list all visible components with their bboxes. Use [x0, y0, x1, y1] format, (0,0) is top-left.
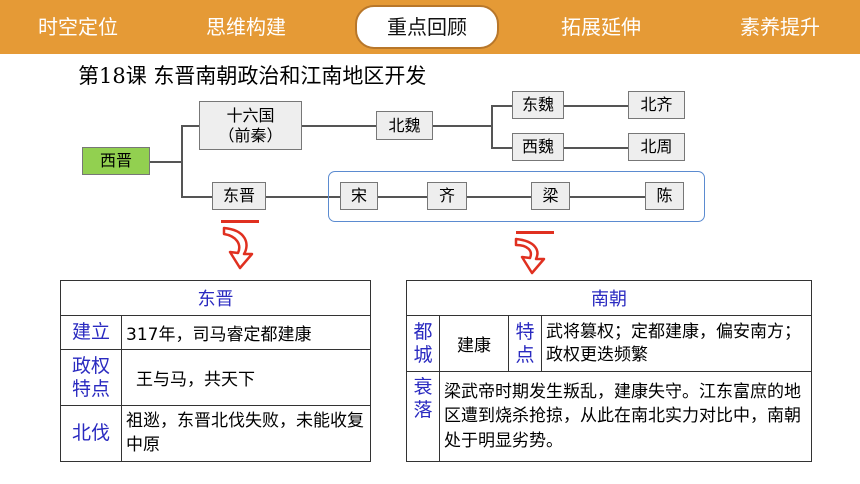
southern-dynasties-group: [328, 171, 705, 222]
row-label: 政权特点: [60, 349, 122, 406]
node-dongwei: 东魏: [512, 91, 564, 119]
node-qi: 齐: [427, 182, 467, 210]
tab-mind-construction[interactable]: 思维构建: [206, 15, 286, 39]
node-former-qin-label: （前秦）: [218, 125, 283, 145]
node-chen: 陈: [645, 182, 684, 210]
row-value: 梁武帝时期发生叛乱，建康失守。江东富庶的地区遭到烧杀抢掠，从此在南北实力对比中，…: [439, 371, 812, 462]
row-value: 建康: [439, 315, 509, 372]
connector: [378, 196, 427, 198]
node-dongjin: 东晋: [212, 182, 266, 210]
connector: [467, 196, 531, 198]
curved-arrow-icon: [514, 237, 546, 275]
connector: [181, 125, 183, 196]
connector: [150, 161, 182, 163]
curved-arrow-icon: [222, 226, 254, 270]
southern-dynasties-table: 南朝 都城 建康 特点 武将篡权；定都建康，偏安南方；政权更迭频繁 衰落 梁武帝…: [406, 280, 812, 462]
row-value: 祖逖，东晋北伐失败，未能收复中原: [121, 405, 371, 462]
node-liang: 梁: [531, 182, 570, 210]
connector: [491, 147, 512, 149]
connector: [433, 125, 491, 127]
connector: [266, 196, 340, 198]
red-underline: [221, 220, 259, 223]
node-beizhou: 北周: [628, 133, 685, 161]
eastern-jin-table: 东晋 建立 317年，司马睿定都建康 政权特点 王与马，共天下 北伐 祖逖，东晋…: [60, 280, 371, 462]
tab-literacy[interactable]: 素养提升: [740, 15, 820, 39]
row-label: 特点: [508, 315, 542, 372]
row-label: 都城: [406, 315, 440, 372]
connector: [181, 196, 212, 198]
tab-time-location[interactable]: 时空定位: [38, 15, 118, 39]
connector: [491, 105, 512, 107]
node-song: 宋: [340, 182, 378, 210]
node-sixteen-kingdoms-label: 十六国: [226, 105, 275, 125]
connector: [181, 125, 199, 127]
tab-extension[interactable]: 拓展延伸: [561, 15, 641, 39]
connector: [491, 105, 493, 147]
row-label: 衰落: [406, 371, 440, 462]
connector: [564, 147, 628, 149]
node-beiwei: 北魏: [376, 111, 433, 140]
node-xijin: 西晋: [82, 147, 150, 175]
connector: [302, 125, 376, 127]
node-xiwei: 西魏: [512, 133, 564, 161]
row-value: 317年，司马睿定都建康: [121, 315, 371, 350]
tab-key-review[interactable]: 重点回顾: [355, 5, 499, 49]
node-sixteen-kingdoms: 十六国 （前秦）: [199, 101, 302, 150]
row-value: 王与马，共天下: [121, 349, 371, 406]
connector: [564, 105, 628, 107]
lesson-title: 第18课 东晋南朝政治和江南地区开发: [78, 64, 427, 88]
red-underline: [516, 231, 554, 234]
table-header: 东晋: [60, 280, 371, 316]
table-header: 南朝: [406, 280, 812, 316]
row-label: 建立: [60, 315, 122, 350]
node-beiqi: 北齐: [628, 91, 685, 119]
row-label: 北伐: [60, 405, 122, 462]
top-nav-bar: 时空定位 思维构建 重点回顾 拓展延伸 素养提升: [0, 0, 860, 54]
row-value: 武将篡权；定都建康，偏安南方；政权更迭频繁: [541, 315, 812, 372]
connector: [570, 196, 645, 198]
